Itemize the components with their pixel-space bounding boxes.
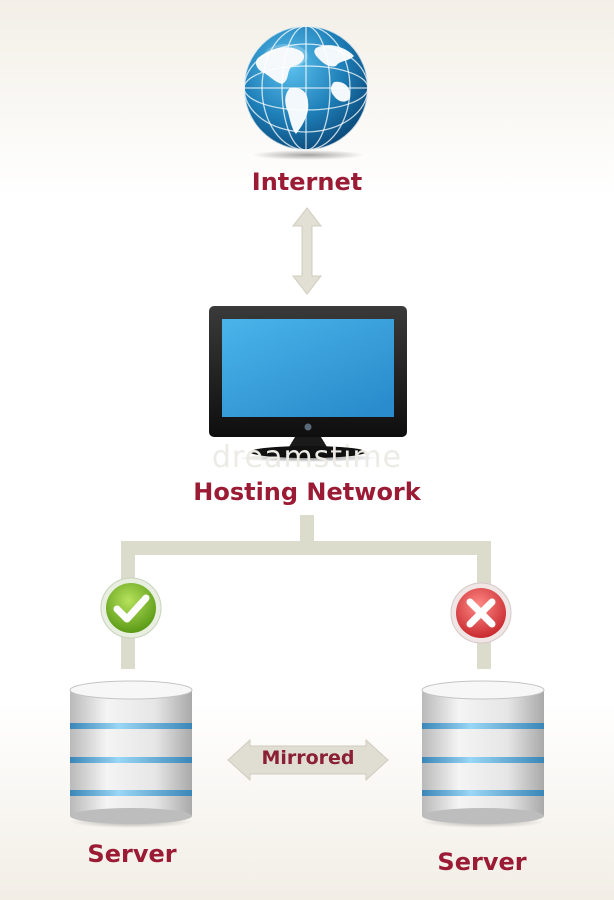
server-right-database-icon (418, 680, 548, 830)
network-tree-connector (121, 515, 491, 669)
monitor-icon (205, 303, 411, 463)
hosting-network-label: Hosting Network (193, 478, 421, 506)
globe-icon (238, 22, 378, 162)
watermark: dreamstime (211, 440, 403, 475)
mirrored-label: Mirrored (261, 747, 355, 769)
internet-label: Internet (251, 168, 363, 196)
server-left-database-icon (66, 680, 196, 830)
cross-icon (450, 582, 512, 644)
server-left-label: Server (87, 840, 177, 868)
internet-hosting-arrow (291, 207, 323, 295)
mirrored-arrow (227, 738, 389, 782)
server-right-label: Server (437, 848, 527, 876)
check-icon (100, 577, 162, 639)
